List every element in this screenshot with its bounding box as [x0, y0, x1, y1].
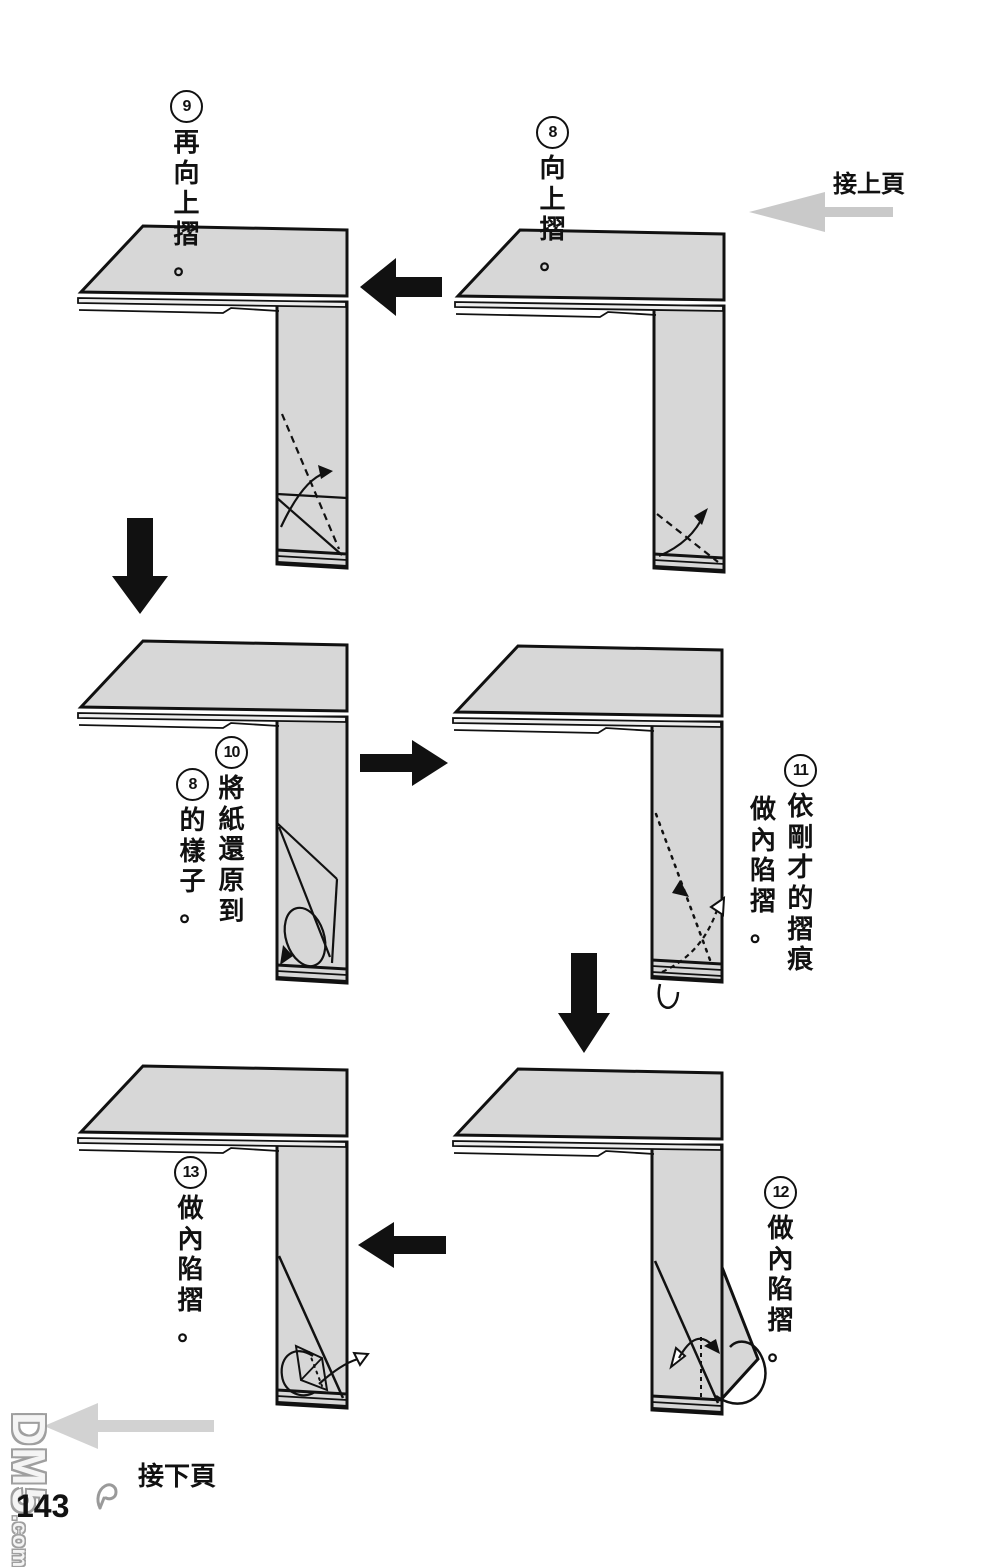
paper-layer-strip — [77, 1137, 347, 1148]
fold-arrow-curve — [318, 1357, 359, 1385]
diagram-step-12 — [452, 1067, 767, 1416]
paper-column — [652, 304, 726, 560]
paper-layer-strip — [77, 297, 347, 308]
step-ref-badge: 8 — [176, 768, 209, 801]
step-number-badge: 8 — [536, 116, 569, 149]
diagram-step-11 — [452, 644, 726, 1009]
fold-edge-line — [276, 497, 343, 556]
diagram-step-10 — [77, 639, 349, 985]
step-instruction: 做內陷摺。 — [177, 1193, 204, 1346]
paper-layer-edge — [455, 311, 657, 318]
step-instruction: 做內陷摺。 — [749, 794, 776, 947]
crease-line — [276, 492, 348, 500]
hollow-arrowhead — [669, 1346, 687, 1370]
step-instruction: 向上摺。 — [539, 153, 566, 276]
step-label-9: 9 再向上摺。 — [170, 90, 203, 280]
unfold-arrowhead — [280, 945, 293, 965]
paper-layer-strip — [452, 717, 722, 728]
hollow-arrowhead — [352, 1351, 370, 1367]
hollow-arrowhead — [709, 896, 726, 917]
crease-line — [276, 822, 338, 880]
paper-layer-edge — [78, 722, 280, 729]
flow-arrow-left-icon — [358, 1222, 446, 1268]
reverse-fold-loop — [715, 1340, 767, 1405]
mountain-fold-dotted-line — [654, 812, 712, 962]
fold-arrowhead — [704, 1339, 720, 1354]
step-instruction: 的樣子。 — [179, 805, 206, 928]
step-number-badge: 10 — [215, 736, 248, 769]
flow-arrow-down-icon — [558, 953, 610, 1053]
step-label-11: 11 依剛才的摺痕 做內陷摺。 — [748, 754, 817, 975]
paper-layer-strip — [77, 712, 347, 723]
step-number-badge: 12 — [764, 1176, 797, 1209]
step-instruction: 做內陷摺。 — [767, 1213, 794, 1366]
diagram-step-8 — [454, 228, 726, 574]
step-number-badge: 11 — [783, 754, 817, 787]
fold-edge-line — [277, 1255, 345, 1399]
paper-top-flap — [77, 224, 349, 298]
step-label-12: 12 做內陷摺。 — [764, 1176, 797, 1366]
step-label-10: 10 將紙還原到 8 的樣子。 — [176, 736, 248, 928]
paper-side-flap — [716, 1256, 760, 1407]
crease-line — [330, 878, 339, 964]
paper-top-flap — [452, 1067, 724, 1141]
next-page-label: 接下頁 — [138, 1461, 217, 1491]
unfold-arrow-loop — [283, 906, 327, 968]
prev-page-label: 接上頁 — [833, 171, 905, 198]
step-number-badge: 13 — [174, 1156, 207, 1189]
diagram-step-9 — [77, 224, 349, 570]
paper-layer-strip — [452, 1140, 722, 1151]
step-instruction: 依剛才的摺痕 — [787, 791, 814, 975]
crease-line — [277, 826, 332, 958]
flow-arrow-right-icon — [360, 740, 448, 786]
fold-arrowhead — [318, 465, 333, 479]
fold-direction-arrowhead — [672, 880, 689, 897]
paper-layer-edge — [78, 307, 280, 314]
next-page-arrow-icon — [44, 1403, 214, 1449]
fold-arrow-dashed-curve — [661, 909, 719, 974]
paper-top-flap — [77, 1064, 349, 1138]
reverse-fold-loop — [280, 1350, 316, 1397]
hidden-edge-dotted-line — [308, 1351, 323, 1387]
paper-layer-strip — [454, 301, 724, 312]
step-instruction: 將紙還原到 — [218, 773, 245, 926]
paper-top-flap — [77, 639, 349, 713]
paper-layer-edge — [453, 1150, 655, 1157]
paper-top-flap — [452, 644, 724, 718]
prev-page-arrow-icon — [749, 192, 893, 232]
paper-column — [650, 1143, 724, 1402]
dm5-mascot-icon — [96, 1483, 118, 1510]
paper-layer-edge — [78, 1147, 280, 1154]
diagram-step-13 — [77, 1064, 370, 1410]
fold-arrowhead — [694, 508, 708, 525]
paper-top-flap — [454, 228, 726, 302]
push-in-loop — [657, 983, 680, 1009]
page-number: 143 — [16, 1488, 70, 1524]
step-instruction: 再向上摺。 — [173, 127, 200, 280]
paper-column — [650, 720, 724, 966]
step-label-13: 13 做內陷摺。 — [174, 1156, 207, 1346]
step-number-badge: 9 — [170, 90, 203, 123]
paper-layer-edge — [453, 727, 655, 734]
flow-arrow-down-icon — [112, 518, 168, 614]
fold-edge-line — [653, 1260, 720, 1404]
paper-column — [275, 715, 349, 971]
flow-arrow-left-icon — [360, 258, 442, 316]
step-label-8: 8 向上摺。 — [536, 116, 569, 276]
